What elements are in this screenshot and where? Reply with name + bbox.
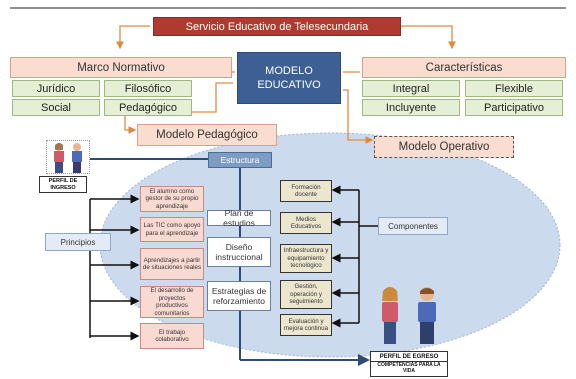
modelo-pedagogico-box: Modelo Pedagógico (137, 124, 277, 146)
componente-item: Medios Educativos (280, 212, 332, 234)
marco-item-social: Social (12, 99, 100, 116)
center-estrategias-reforzamiento: Estrategias de reforzamiento (207, 281, 271, 311)
componente-item: Infraestructura y equipamiento tecnológi… (280, 244, 332, 273)
marco-item-pedagogico: Pedagógico (104, 99, 192, 116)
arrow-to-operativo (343, 89, 374, 144)
center-plan-estudios: Plan de estudios (207, 208, 271, 228)
title-bar: Servicio Educativo de Telesecundaria (153, 17, 401, 36)
marco-normativo-box: Marco Normativo (10, 57, 232, 78)
componente-item: Evaluación y mejora continua (280, 314, 332, 336)
caract-item-participativo: Participativo (465, 99, 563, 116)
arrow-title-caract (400, 25, 456, 50)
caract-item-incluyente: Incluyente (362, 99, 460, 116)
perfil-ingreso-label: PERFIL DE INGRESO (39, 176, 87, 193)
principio-item: Las TIC como apoyo para el aprendizaje (140, 217, 204, 242)
students-icon (54, 143, 82, 173)
competencias-label: COMPETENCIAS PARA LA VIDA (377, 361, 441, 374)
caract-item-integral: Integral (362, 80, 460, 97)
center-diseno-instruccional: Diseño instruccional (207, 237, 271, 267)
marco-item-filosofico: Filosófico (104, 80, 192, 97)
modelo-operativo-box: Modelo Operativo (374, 136, 514, 158)
estructura-box: Estructura (208, 152, 272, 168)
componente-item: Formación docente (280, 180, 332, 202)
principio-item: Aprendizajes a partir de situaciones rea… (140, 248, 204, 280)
principio-item: El alumno como gestor de su propio apren… (140, 186, 204, 212)
componentes-label: Componentes (378, 217, 448, 235)
egreso-students-image (372, 285, 448, 347)
principios-label: Principios (45, 233, 111, 251)
perfil-egreso-box: PERFIL DE EGRESO COMPETENCIAS PARA LA VI… (370, 351, 448, 377)
students-icon (382, 287, 436, 344)
modelo-educativo-box: MODELO EDUCATIVO (237, 52, 341, 104)
arrow-title-marco (116, 25, 150, 50)
principio-item: El desarrollo de proyectos productivos c… (140, 286, 204, 318)
caracteristicas-box: Características (362, 57, 566, 78)
marco-item-juridico: Jurídico (12, 80, 100, 97)
caract-item-flexible: Flexible (465, 80, 563, 97)
principio-item: El trabajo colaborativo (140, 323, 204, 349)
perfil-egreso-label: PERFIL DE EGRESO (371, 354, 447, 362)
componente-item: Gestión, operación y seguimiento (280, 280, 332, 309)
ingreso-students-image (46, 140, 90, 174)
